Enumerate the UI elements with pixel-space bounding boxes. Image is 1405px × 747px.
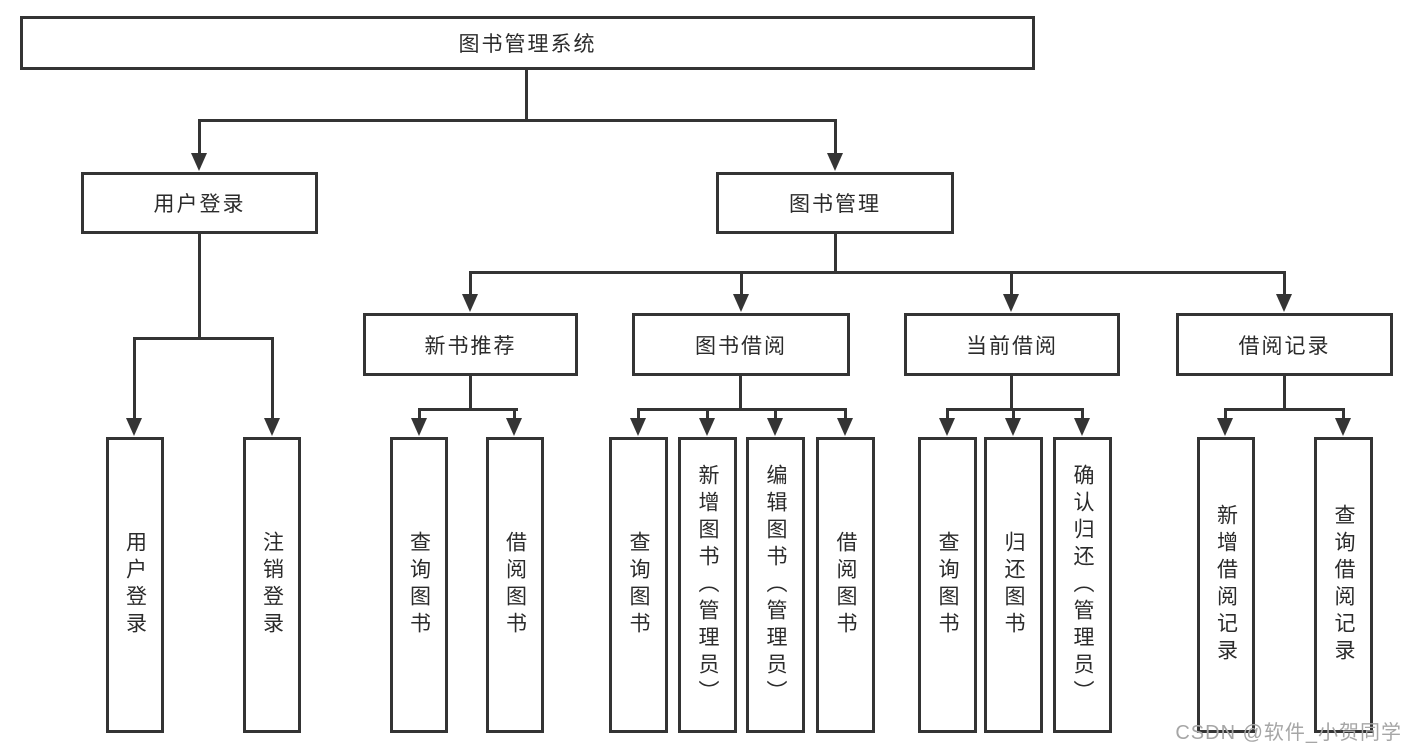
arrowhead-down-icon [1005,418,1021,436]
leaf-add-borrow-record: 新增借阅记录 [1197,437,1255,733]
node-user-login: 用户登录 [81,172,318,234]
connector-line [1342,408,1345,422]
leaf-label: 新增图书（管理员） [696,463,719,707]
connector-line [1224,408,1345,411]
connector-line [418,408,421,422]
leaf-label: 查询借阅记录 [1332,504,1355,666]
connector-line [1012,408,1015,422]
node-root-library-management-system: 图书管理系统 [20,16,1035,70]
leaf-label: 注销登录 [260,531,284,639]
connector-line [637,408,640,422]
connector-line [513,408,516,422]
connector-line [946,408,949,422]
arrowhead-down-icon [126,418,142,436]
leaf-return-books: 归还图书 [984,437,1043,733]
node-label: 新书推荐 [424,334,517,358]
node-book-management: 图书管理 [716,172,954,234]
connector-line [706,408,709,422]
connector-line [774,408,777,422]
leaf-label: 编辑图书（管理员） [764,463,787,707]
leaf-logout: 注销登录 [243,437,301,733]
node-label: 图书管理 [789,193,881,216]
leaf-label: 新增借阅记录 [1214,504,1238,666]
node-label: 图书借阅 [695,334,787,358]
node-new-book-recommend: 新书推荐 [363,313,578,376]
connector-line [740,271,743,297]
arrowhead-down-icon [264,418,280,436]
connector-line [525,70,528,121]
csdn-watermark: CSDN @软件_小贺同学 [1175,722,1402,744]
leaf-query-books-current: 查询图书 [918,437,977,733]
connector-line [1010,376,1013,411]
connector-line [637,408,847,411]
arrowhead-down-icon [1276,294,1292,312]
node-book-borrow: 图书借阅 [632,313,850,376]
connector-line [1081,408,1084,422]
leaf-edit-books-admin: 编辑图书（管理员） [746,437,805,733]
leaf-borrow-books-recommend: 借阅图书 [486,437,544,733]
connector-line [1283,271,1286,297]
connector-line [133,337,136,421]
connector-line [834,119,837,157]
leaf-label: 查询图书 [407,531,431,639]
node-label: 图书管理系统 [458,33,597,56]
leaf-borrow-books: 借阅图书 [816,437,875,733]
leaf-label: 归还图书 [1002,531,1025,639]
connector-line [271,337,274,421]
connector-line [198,119,201,157]
arrowhead-down-icon [462,294,478,312]
node-borrow-records: 借阅记录 [1176,313,1393,376]
arrowhead-down-icon [1217,418,1233,436]
connector-line [133,337,274,340]
connector-line [1010,271,1013,297]
arrowhead-down-icon [939,418,955,436]
node-label: 用户登录 [153,193,246,216]
arrowhead-down-icon [1003,294,1019,312]
connector-line [1283,376,1286,411]
leaf-label: 用户登录 [123,531,147,639]
arrowhead-down-icon [837,418,853,436]
leaf-query-borrow-record: 查询借阅记录 [1314,437,1373,733]
arrowhead-down-icon [767,418,783,436]
arrowhead-down-icon [506,418,522,436]
leaf-query-books-borrow: 查询图书 [609,437,668,733]
connector-line [946,408,1084,411]
connector-line [1224,408,1227,422]
arrowhead-down-icon [191,153,207,171]
arrowhead-down-icon [733,294,749,312]
leaf-query-books-recommend: 查询图书 [390,437,448,733]
leaf-label: 查询图书 [936,531,959,639]
leaf-label: 确认归还（管理员） [1071,463,1094,707]
arrowhead-down-icon [699,418,715,436]
arrowhead-down-icon [1335,418,1351,436]
connector-line [198,234,201,340]
connector-line [198,119,837,122]
node-label: 借阅记录 [1238,334,1331,358]
node-current-borrow: 当前借阅 [904,313,1120,376]
leaf-confirm-return-admin: 确认归还（管理员） [1053,437,1112,733]
connector-line [469,271,1286,274]
connector-line [469,376,472,411]
leaf-user-login: 用户登录 [106,437,164,733]
arrowhead-down-icon [1074,418,1090,436]
leaf-label: 借阅图书 [503,531,527,639]
connector-line [739,376,742,411]
connector-line [844,408,847,422]
arrowhead-down-icon [630,418,646,436]
connector-line [418,408,518,411]
arrowhead-down-icon [827,153,843,171]
leaf-add-books-admin: 新增图书（管理员） [678,437,737,733]
arrowhead-down-icon [411,418,427,436]
leaf-label: 查询图书 [627,531,650,639]
leaf-label: 借阅图书 [834,531,857,639]
connector-line [469,271,472,297]
node-label: 当前借阅 [966,334,1058,358]
connector-line [834,234,837,274]
